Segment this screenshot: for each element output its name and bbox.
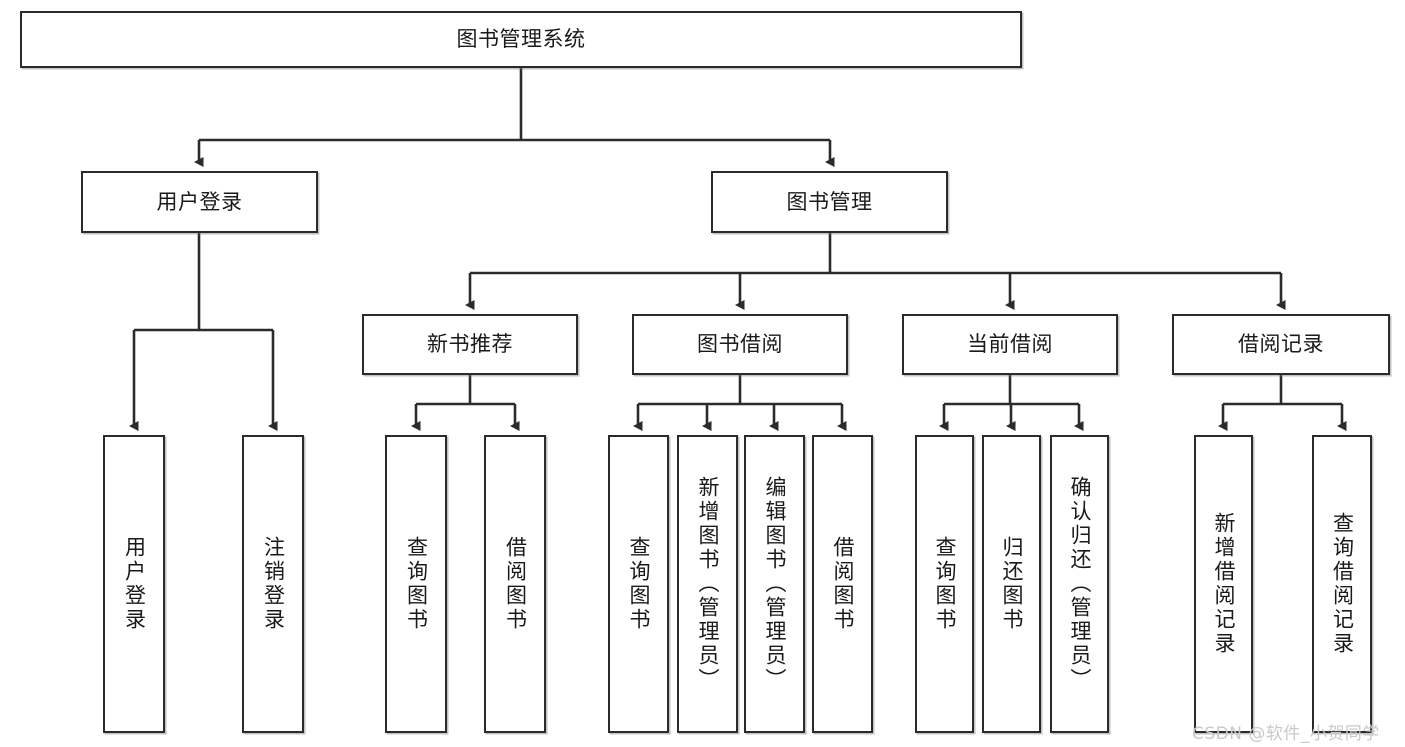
node-leaf-query-book-borrow-label: 查询图书 bbox=[627, 536, 651, 632]
edge-group-borrow-records bbox=[1218, 375, 1347, 431]
node-leaf-confirm-return-admin[interactable]: 确认归还（管理员） bbox=[1050, 435, 1109, 733]
node-book-management-label: 图书管理 bbox=[786, 189, 873, 214]
node-leaf-return-book-label: 归还图书 bbox=[1000, 536, 1024, 632]
node-leaf-query-book-borrow[interactable]: 查询图书 bbox=[608, 435, 669, 733]
node-new-book-recommend-label: 新书推荐 bbox=[427, 332, 513, 357]
node-leaf-user-logout[interactable]: 注销登录 bbox=[242, 435, 304, 733]
node-leaf-query-borrow-record-label: 查询借阅记录 bbox=[1330, 512, 1355, 656]
node-leaf-confirm-return-admin-label: 确认归还（管理员） bbox=[1068, 476, 1092, 692]
node-current-borrow-label: 当前借阅 bbox=[967, 332, 1053, 357]
node-leaf-add-borrow-record[interactable]: 新增借阅记录 bbox=[1194, 435, 1253, 733]
node-leaf-edit-book-admin-label: 编辑图书（管理员） bbox=[763, 476, 787, 692]
node-user-login[interactable]: 用户登录 bbox=[81, 171, 318, 233]
node-book-borrow[interactable]: 图书借阅 bbox=[632, 314, 848, 375]
edge-group-book-management bbox=[465, 233, 1286, 310]
node-leaf-borrow-book-label: 借阅图书 bbox=[831, 536, 855, 632]
csdn-watermark: CSDN @软件_小贺同学 bbox=[1192, 724, 1380, 744]
node-leaf-query-book-current[interactable]: 查询图书 bbox=[915, 435, 974, 733]
node-leaf-user-logout-label: 注销登录 bbox=[261, 536, 286, 632]
node-leaf-query-book-recommend[interactable]: 查询图书 bbox=[385, 435, 447, 733]
node-leaf-query-borrow-record[interactable]: 查询借阅记录 bbox=[1312, 435, 1372, 733]
node-leaf-borrow-book[interactable]: 借阅图书 bbox=[812, 435, 873, 733]
node-leaf-user-login[interactable]: 用户登录 bbox=[103, 435, 165, 733]
node-book-management[interactable]: 图书管理 bbox=[711, 171, 948, 233]
node-leaf-query-book-recommend-label: 查询图书 bbox=[404, 536, 429, 632]
node-leaf-borrow-book-recommend[interactable]: 借阅图书 bbox=[484, 435, 546, 733]
node-user-login-label: 用户登录 bbox=[156, 189, 243, 214]
node-root-label: 图书管理系统 bbox=[456, 27, 586, 52]
node-new-book-recommend[interactable]: 新书推荐 bbox=[362, 314, 578, 375]
edge-group-current-borrow bbox=[939, 375, 1084, 431]
node-book-borrow-label: 图书借阅 bbox=[697, 332, 783, 357]
edge-group-book-borrow bbox=[633, 375, 847, 431]
edge-group-root bbox=[194, 68, 835, 167]
node-leaf-add-book-admin-label: 新增图书（管理员） bbox=[696, 476, 720, 692]
node-leaf-user-login-label: 用户登录 bbox=[122, 536, 147, 632]
node-leaf-borrow-book-recommend-label: 借阅图书 bbox=[503, 536, 528, 632]
node-current-borrow[interactable]: 当前借阅 bbox=[902, 314, 1118, 375]
node-leaf-add-book-admin[interactable]: 新增图书（管理员） bbox=[677, 435, 738, 733]
node-leaf-add-borrow-record-label: 新增借阅记录 bbox=[1212, 512, 1236, 656]
node-leaf-return-book[interactable]: 归还图书 bbox=[982, 435, 1041, 733]
node-root-system[interactable]: 图书管理系统 bbox=[20, 11, 1022, 68]
node-leaf-query-book-current-label: 查询图书 bbox=[933, 536, 957, 632]
node-borrow-records-label: 借阅记录 bbox=[1238, 332, 1324, 357]
node-leaf-edit-book-admin[interactable]: 编辑图书（管理员） bbox=[744, 435, 805, 733]
edge-group-new-book-recommend bbox=[411, 375, 520, 431]
edge-group-user-login bbox=[129, 233, 278, 431]
node-borrow-records[interactable]: 借阅记录 bbox=[1172, 314, 1390, 375]
